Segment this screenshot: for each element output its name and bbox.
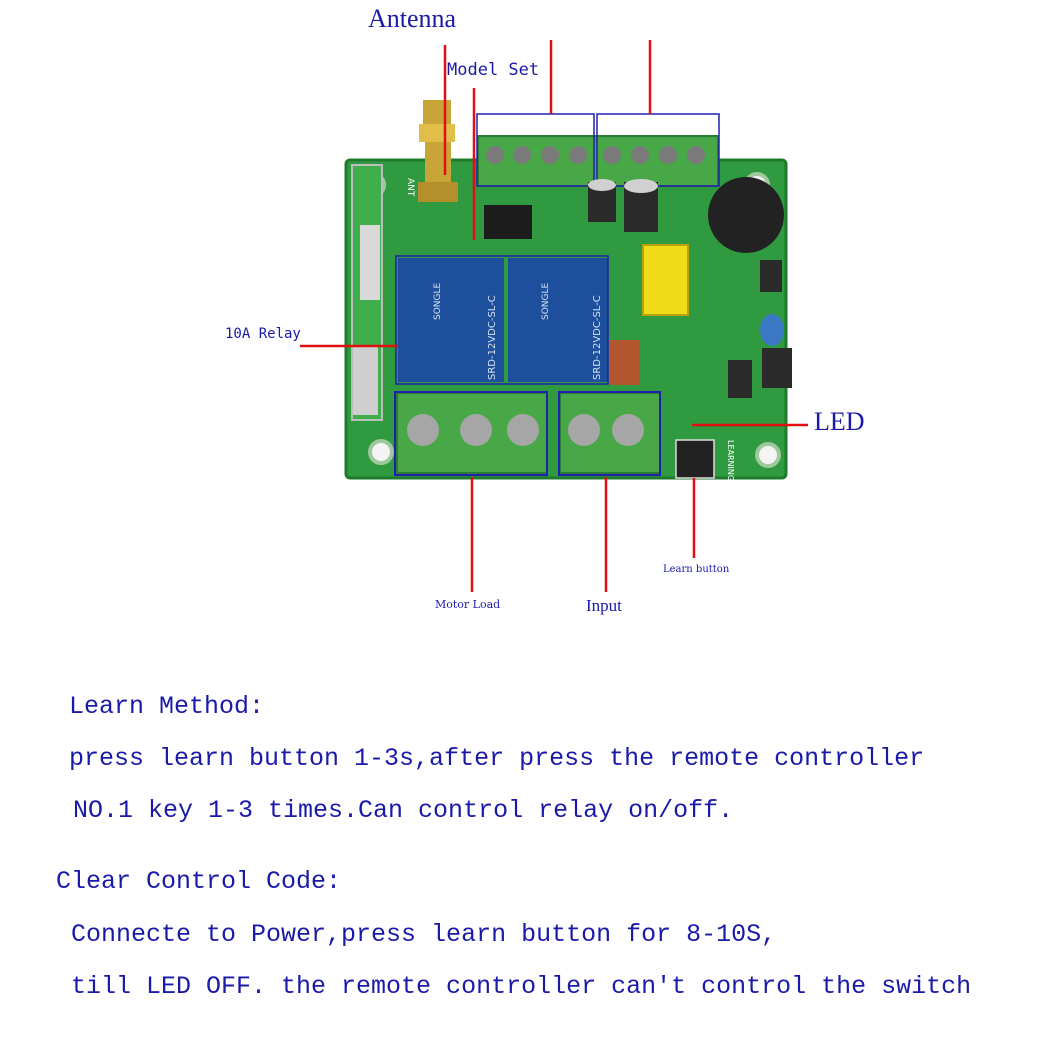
ant-silkscreen: ANT [405, 178, 415, 197]
input-label: Input [586, 596, 622, 615]
learn-button [675, 439, 715, 479]
relays [398, 258, 608, 382]
antenna-label: Antenna [368, 4, 457, 33]
input-box [558, 391, 661, 476]
motor-load-label: Motor Load [435, 598, 501, 611]
clear-code-heading: Clear Control Code: [56, 867, 342, 896]
motor-load-box [394, 391, 548, 476]
model-set-box-left [476, 113, 595, 187]
led-label: LED [814, 407, 865, 436]
model-set-label: Model Set [447, 60, 540, 80]
ic-chip [484, 205, 532, 239]
antenna-connector [418, 100, 458, 202]
board-diagram: ANT SONGLE SRD-12VDC-SL-C SONGLE SRD-12V… [300, 40, 808, 592]
learn-method-heading: Learn Method: [69, 692, 265, 721]
relay-brand-1: SONGLE [433, 282, 443, 320]
transformer [642, 244, 689, 316]
callout-lines [300, 40, 808, 592]
clear-code-line-2: till LED OFF. the remote controller can'… [71, 972, 972, 1001]
relay-highlight-box [395, 255, 609, 385]
learn-method-line-2: NO.1 key 1-3 times.Can control relay on/… [73, 796, 734, 825]
capacitors [588, 179, 792, 398]
learn-method-line-1: press learn button 1-3s,after press the … [69, 744, 925, 773]
relay-model-1: SRD-12VDC-SL-C [487, 295, 498, 380]
relay-model-2: SRD-12VDC-SL-C [592, 295, 603, 380]
relay-brand-2: SONGLE [541, 282, 551, 320]
clear-code-line-1: Connecte to Power,press learn button for… [71, 920, 777, 949]
relay-label: 10A Relay [225, 326, 301, 342]
learning-silkscreen: LEARNING [726, 440, 735, 481]
blue-capacitor [760, 314, 784, 346]
rf-module [351, 164, 383, 421]
bottom-terminals [396, 392, 661, 474]
red-capacitor [610, 340, 640, 385]
learn-button-label: Learn button [663, 564, 730, 575]
buzzer [708, 177, 784, 253]
top-terminals [477, 135, 719, 187]
